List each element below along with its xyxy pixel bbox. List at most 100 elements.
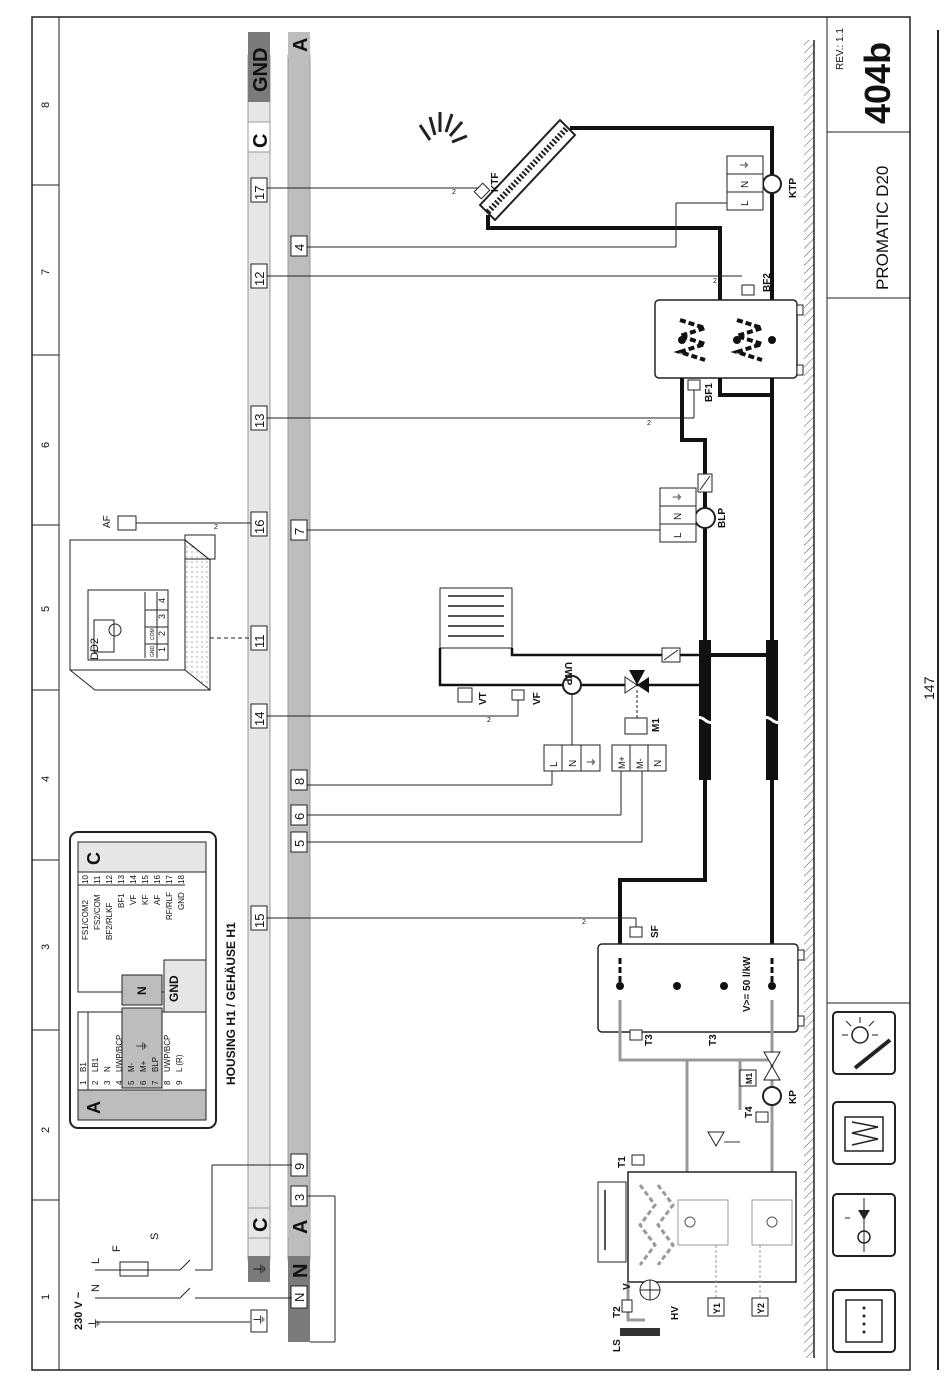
svg-text:10: 10 [81, 875, 90, 884]
svg-text:18: 18 [177, 875, 186, 884]
radiator [439, 587, 513, 649]
terminal-A-7: 7 [290, 519, 308, 541]
rail-N-label: N [290, 1264, 312, 1278]
supply-N: N [90, 1284, 102, 1292]
blp-pump [694, 507, 716, 529]
blp-L: L [673, 532, 684, 538]
svg-text:7: 7 [292, 528, 307, 535]
housing-N: N [135, 986, 149, 995]
terminal-C-12: 12 [250, 263, 268, 289]
m1-label: M1 [651, 718, 662, 732]
revision-label: REV.: 1.1 [835, 28, 846, 70]
terminal-A-8: 8 [290, 769, 308, 791]
cable-mark-vf: 2 [487, 717, 491, 724]
svg-text:7: 7 [151, 1080, 160, 1085]
af-sensor [117, 515, 137, 531]
bf1-label: BF1 [704, 383, 715, 402]
terminal-A-5: 5 [290, 831, 308, 853]
svg-text:M-: M- [127, 1062, 136, 1072]
m1-boiler-label: M1 [745, 1072, 754, 1084]
svg-text:FS1/COM2: FS1/COM2 [81, 899, 90, 940]
svg-text:12: 12 [252, 272, 267, 286]
housing-box: A C GND N ⏚ [69, 831, 217, 1129]
svg-text:14: 14 [252, 712, 267, 726]
svg-text:13: 13 [252, 414, 267, 428]
ktp-earth: ⏚ [739, 160, 751, 170]
svg-text:L (R): L (R) [175, 1054, 184, 1072]
svg-text:15: 15 [252, 914, 267, 928]
housing-GND: GND [167, 975, 181, 1002]
rail-earth-box [248, 1256, 270, 1282]
terminal-C-14: 14 [250, 703, 268, 729]
rail-C-label-bottom: C [250, 1218, 272, 1232]
blp-earth: ⏚ [672, 492, 684, 502]
ktp-label: KTP [788, 178, 799, 198]
dd2-term-3: 3 [157, 614, 167, 619]
vf-label: VF [532, 692, 543, 705]
svg-text:14: 14 [129, 875, 138, 884]
ktp-L: L [740, 200, 751, 206]
t2-label: T2 [612, 1306, 623, 1318]
m1-actuator [624, 717, 648, 735]
svg-text:BLP: BLP [151, 1057, 160, 1072]
rail-earth-symbol: ⏚ [252, 1262, 268, 1276]
svg-text:6: 6 [139, 1080, 148, 1085]
power-supply [95, 1164, 336, 1343]
dd2-term-4: 4 [157, 598, 167, 603]
blp-N: N [673, 513, 684, 520]
grid-1: 1 [40, 1294, 52, 1300]
uwp-earth: ⏚ [586, 757, 598, 767]
icon-terminal [832, 1289, 896, 1353]
terminal-A-3: 3 [290, 1185, 308, 1207]
kp-pump [762, 1086, 782, 1106]
svg-text:BF1: BF1 [117, 893, 126, 908]
uwp-label: UWP [562, 662, 573, 686]
rail-GND-label: GND [250, 48, 272, 92]
svg-text:11: 11 [252, 635, 267, 649]
t3-label-outer: T3 [708, 1034, 719, 1046]
vt-label: VT [478, 692, 489, 705]
sf-sensor [629, 926, 643, 938]
blp-connector [659, 487, 697, 543]
vt-thermostat [457, 687, 473, 703]
svg-text:VF: VF [129, 895, 138, 905]
svg-text:12: 12 [105, 875, 114, 884]
boiler-valve [763, 1051, 781, 1068]
drawing-frame [31, 16, 911, 1371]
terminal-C-13: 13 [250, 405, 268, 431]
svg-text:17: 17 [165, 875, 174, 884]
terminal-C-15: 15 [250, 905, 268, 931]
bf2-label: BF2 [762, 273, 773, 292]
af-label: AF [102, 515, 113, 528]
svg-text:16: 16 [252, 520, 267, 534]
terminal-A-4: 4 [290, 235, 308, 257]
svg-text:9: 9 [292, 1163, 307, 1170]
ktf-label: KTF [490, 173, 501, 192]
hv-label: HV [670, 1306, 681, 1320]
t4-label: T4 [744, 1106, 755, 1118]
svg-text:5: 5 [127, 1080, 136, 1085]
icon-pump-valve [832, 1193, 896, 1257]
grid-4: 4 [40, 776, 52, 782]
cable-mark-bf2: 2 [713, 278, 717, 285]
ktp-N: N [740, 181, 751, 188]
terminal-N: N [292, 1293, 307, 1302]
svg-text:UWP/BCP: UWP/BCP [115, 1035, 124, 1072]
cable-mark-bf1: 2 [647, 420, 651, 427]
ls-label: LS [612, 1339, 623, 1352]
cable-mark-sf: 2 [582, 919, 586, 926]
cable-mark-ktf: 2 [452, 189, 456, 196]
rail-A-label-bottom: A [290, 1220, 312, 1234]
svg-text:4: 4 [292, 244, 307, 251]
drawing-code: 404b [857, 42, 898, 124]
ktp-connector [726, 155, 764, 211]
dd2-com: COM [150, 628, 156, 640]
fuse-F: F [111, 1245, 123, 1252]
boiler [597, 1131, 797, 1322]
ktp-pump [762, 174, 782, 194]
uwp-L: L [549, 761, 560, 767]
svg-text:N: N [103, 1066, 112, 1072]
terminal-C-9: 9 [290, 1153, 308, 1177]
dhw-tank [654, 299, 804, 379]
